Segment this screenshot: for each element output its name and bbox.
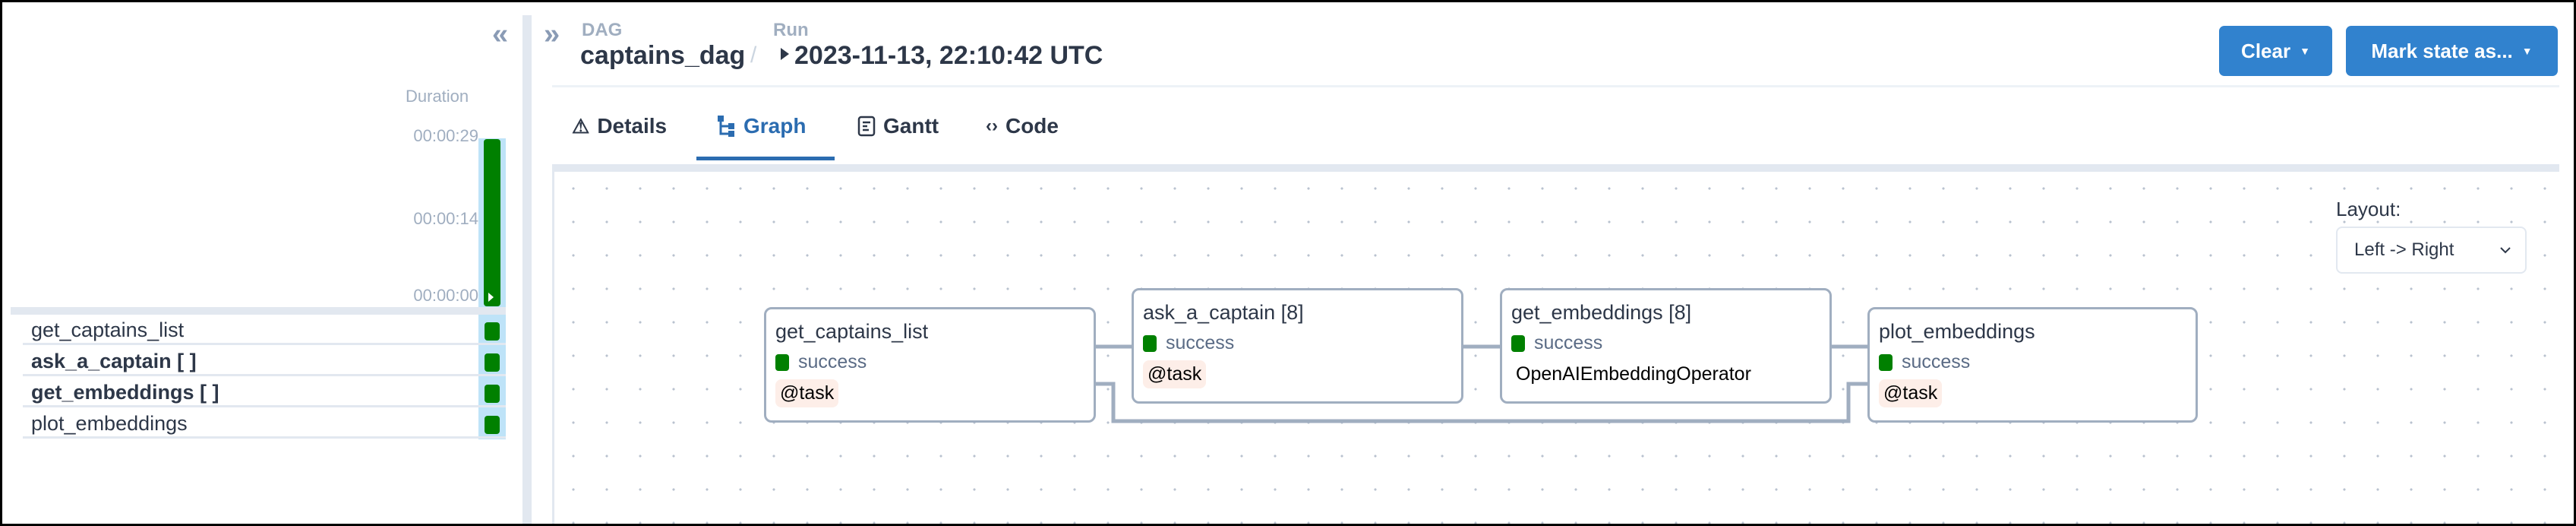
tick-min: 00:00:00	[357, 286, 478, 309]
task-name: get_captains_list	[31, 318, 185, 341]
status-square-icon	[1511, 334, 1525, 352]
task-row[interactable]: get_captains_list	[23, 315, 506, 345]
operator-badge: @task	[1879, 379, 1943, 407]
divider	[11, 307, 506, 315]
tab-graph[interactable]: Graph	[718, 114, 806, 138]
status-text: success	[798, 351, 867, 372]
clear-label: Clear	[2241, 39, 2291, 62]
collapse-panel-icon[interactable]: «	[492, 18, 509, 50]
node-title: get_embeddings [8]	[1511, 301, 1692, 324]
node-status: success	[1143, 332, 1452, 354]
task-instance-success[interactable]	[485, 416, 500, 434]
tick-max: 00:00:29	[357, 126, 478, 149]
task-node-get-captains-list[interactable]: get_captains_list success @task	[764, 307, 1096, 423]
task-name: plot_embeddings	[31, 412, 188, 435]
operator-badge: @task	[775, 379, 839, 407]
breadcrumb-separator: /	[750, 43, 757, 68]
graph-icon	[718, 116, 734, 137]
tick-label: 00:00:14	[413, 209, 478, 228]
header-divider	[552, 85, 2559, 87]
dag-label: DAG	[582, 20, 623, 40]
caret-down-icon: ▼	[2521, 45, 2533, 57]
active-tab-indicator	[696, 157, 835, 160]
chevron-down-icon	[2500, 247, 2511, 254]
run-duration-bar[interactable]	[484, 139, 500, 306]
task-instance-success[interactable]	[485, 385, 500, 403]
task-row[interactable]: ask_a_captain [ ]	[23, 346, 506, 376]
tick-mid: 00:00:14	[357, 209, 478, 232]
expand-panel-icon[interactable]: »	[544, 18, 560, 50]
edge	[1096, 382, 1867, 423]
layout-label: Layout:	[2336, 198, 2401, 220]
caret-down-icon: ▼	[2300, 45, 2310, 57]
node-title: ask_a_captain [8]	[1143, 301, 1304, 324]
warning-triangle-icon: ⚠	[572, 114, 590, 138]
tab-label: Gantt	[883, 114, 939, 138]
clear-button[interactable]: Clear ▼	[2219, 26, 2332, 76]
status-square-icon	[1879, 353, 1893, 371]
tab-label: Details	[597, 114, 668, 138]
tick-label: 00:00:00	[413, 286, 478, 305]
operator-badge: @task	[1143, 360, 1207, 388]
tab-code[interactable]: ‹› Code	[986, 114, 1059, 138]
task-name: ask_a_captain [ ]	[31, 350, 197, 372]
run-id: 2023-11-13, 22:10:42 UTC	[794, 41, 1103, 70]
dag-name-link[interactable]: captains_dag	[580, 41, 746, 70]
tab-label: Graph	[743, 114, 807, 138]
duration-label: Duration	[406, 87, 469, 106]
task-instance-success[interactable]	[485, 353, 500, 372]
status-square-icon	[775, 353, 789, 371]
status-text: success	[1902, 351, 1971, 372]
task-node-ask-a-captain[interactable]: ask_a_captain [8] success @task	[1132, 288, 1463, 404]
status-text: success	[1534, 332, 1603, 353]
task-row[interactable]: plot_embeddings	[23, 408, 506, 439]
play-icon	[488, 293, 494, 302]
task-node-get-embeddings[interactable]: get_embeddings [8] success OpenAIEmbeddi…	[1500, 288, 1832, 404]
tab-details[interactable]: ⚠ Details	[572, 114, 667, 138]
layout-select[interactable]: Left -> Right	[2336, 227, 2527, 274]
node-title: plot_embeddings	[1879, 320, 2035, 343]
task-instance-success[interactable]	[485, 322, 500, 341]
task-node-plot-embeddings[interactable]: plot_embeddings success @task	[1867, 307, 2198, 423]
node-status: success	[1879, 351, 2186, 373]
task-name: get_embeddings [ ]	[31, 381, 219, 404]
grid-panel: « Duration 00:00:29 00:00:14 00:00:00 ge…	[0, 0, 522, 526]
status-square-icon	[1143, 334, 1157, 352]
panel-resize-handle[interactable]	[522, 15, 532, 526]
tab-label: Code	[1005, 114, 1059, 138]
run-play-icon	[781, 48, 789, 60]
operator-badge: OpenAIEmbeddingOperator	[1516, 363, 1751, 385]
node-title: get_captains_list	[775, 320, 929, 343]
node-status: success	[775, 351, 1084, 373]
tab-gantt[interactable]: Gantt	[857, 114, 939, 138]
node-status: success	[1511, 332, 1820, 354]
mark-state-label: Mark state as...	[2371, 39, 2513, 62]
run-label: Run	[773, 20, 809, 40]
task-row[interactable]: get_embeddings [ ]	[23, 377, 506, 407]
status-text: success	[1166, 332, 1235, 353]
gantt-icon	[857, 116, 876, 137]
mark-state-button[interactable]: Mark state as... ▼	[2346, 26, 2558, 76]
code-icon: ‹›	[986, 116, 998, 136]
layout-value: Left -> Right	[2354, 239, 2454, 260]
tick-label: 00:00:29	[413, 126, 478, 145]
